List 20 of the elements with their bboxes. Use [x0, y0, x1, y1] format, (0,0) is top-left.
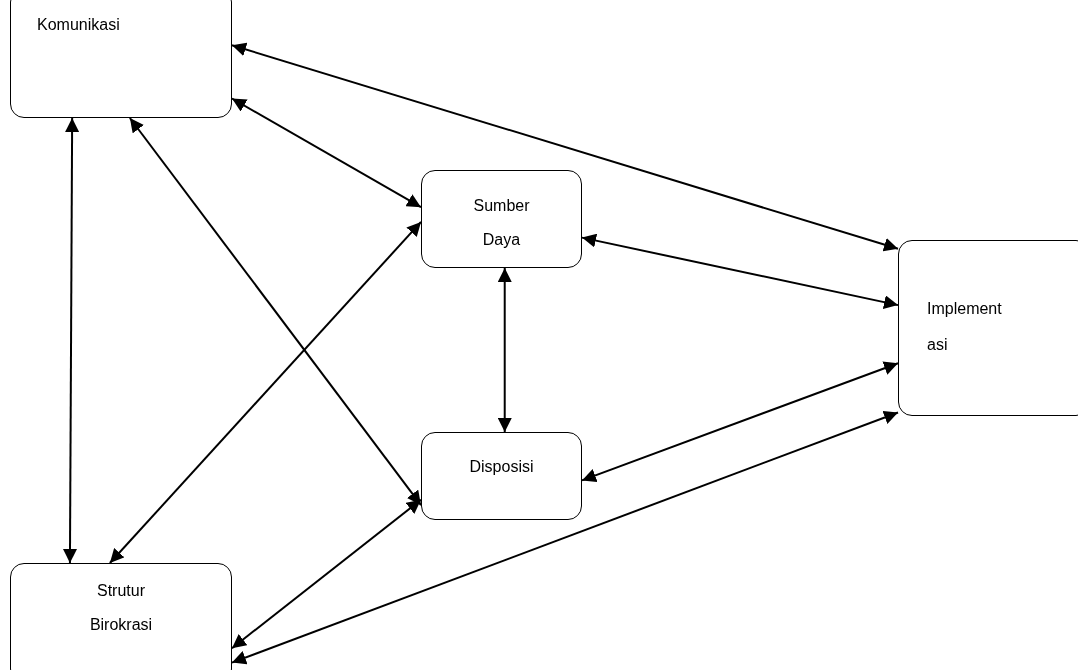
double-arrow	[128, 117, 422, 507]
node-label: Implementasi	[927, 299, 1003, 355]
double-arrow	[108, 220, 422, 564]
double-arrow	[231, 42, 899, 252]
double-arrow	[231, 498, 422, 650]
node-label: Strutur Birokrasi	[88, 581, 154, 635]
double-arrow	[581, 233, 899, 310]
double-arrow	[497, 267, 512, 433]
node-label: Disposisi	[468, 457, 535, 477]
rounded-box	[898, 240, 1078, 416]
rounded-box	[10, 563, 232, 670]
rounded-box	[10, 0, 232, 118]
rounded-box	[421, 170, 582, 268]
double-arrow	[231, 410, 899, 665]
rounded-box	[421, 432, 582, 520]
double-arrow	[63, 117, 80, 564]
node-label: Komunikasi	[37, 15, 120, 35]
double-arrow	[581, 361, 899, 483]
node-label: Sumber Daya	[472, 196, 531, 250]
double-arrow	[231, 97, 422, 209]
